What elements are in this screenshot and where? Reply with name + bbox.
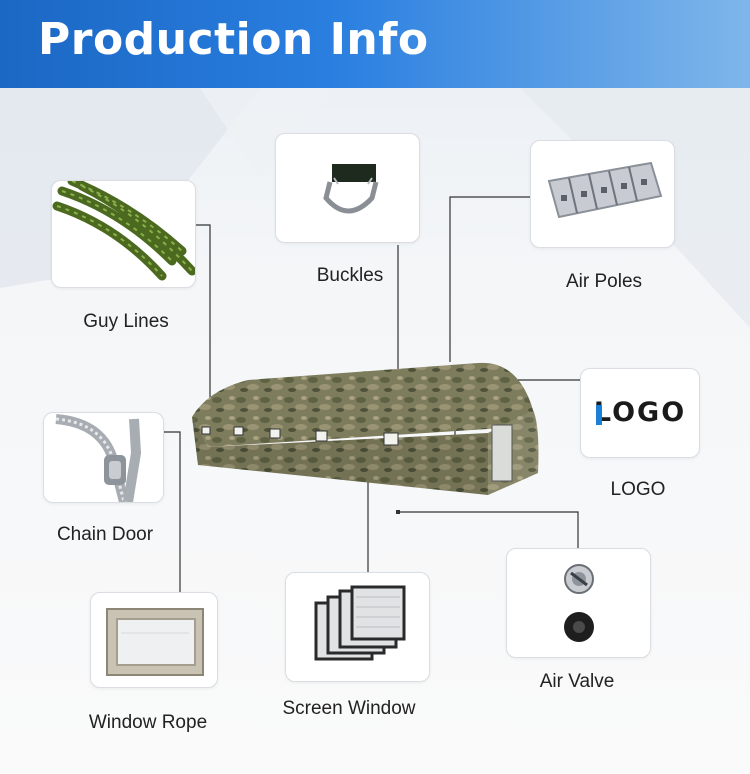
chain-door-label: Chain Door [56,524,154,545]
chain-door-card [43,412,164,503]
window-rope-label: Window Rope [88,712,208,733]
air-poles-frame-icon [547,161,663,219]
logo-accent-icon [596,405,602,425]
screen-window-card [285,572,430,682]
air-poles-card [530,140,675,248]
air-valve-icon [564,564,594,642]
inflatable-tent-image [192,362,539,495]
rope-icon [52,181,195,281]
screen-mesh-icon [314,585,406,661]
zipper-icon [55,414,142,502]
buckle-icon [323,164,379,214]
buckles-label: Buckles [316,265,384,286]
air-poles-label: Air Poles [565,271,643,292]
window-icon [106,608,204,676]
logo-text: LOGO [593,397,687,428]
window-rope-card [90,592,218,688]
page-title: Production Info [38,14,429,65]
header-banner: Production Info [0,0,750,88]
guy-lines-card [51,180,196,288]
logo-label: LOGO [610,479,666,500]
buckles-card [275,133,420,243]
screen-window-label: Screen Window [282,698,416,719]
guy-lines-label: Guy Lines [83,311,169,332]
logo-card: LOGO [580,368,700,458]
air-valve-label: Air Valve [539,671,615,692]
air-valve-card [506,548,651,658]
